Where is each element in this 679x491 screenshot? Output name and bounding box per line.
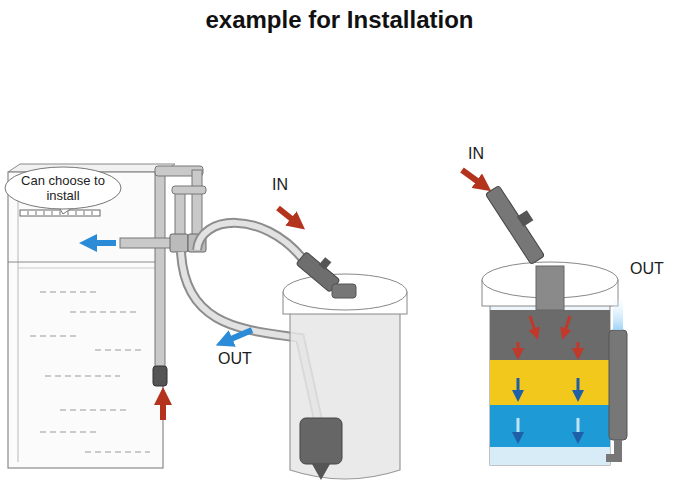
tank-front [8,172,163,468]
intake-strainer [153,366,167,386]
ripple [85,451,150,452]
flow-arrow [577,418,580,438]
hole [68,211,69,215]
in-label: IN [468,145,484,163]
flow-arrow [517,418,520,438]
ripple [40,431,100,432]
hole [52,211,53,215]
lid-inlet [536,266,564,310]
in-hose [197,223,302,258]
flow-arrow [577,378,580,396]
cutaway-body [490,305,610,465]
ripple [70,311,140,312]
spray-holes [28,211,92,215]
out-glow [613,300,623,330]
flow-arrow [530,316,536,334]
tank-glass-edge [18,176,19,462]
ripple [95,349,145,350]
filter-layer-yellow [490,360,610,405]
water-line [18,268,160,269]
flow-arrow [577,342,580,354]
in-label: IN [272,176,288,194]
pump-foot [312,464,330,480]
filter-layer-blue [490,405,610,447]
water-ripples [30,292,150,452]
valve-lever [319,257,332,270]
filter-bottom [490,447,610,465]
canister-pump [300,418,342,464]
hole [76,211,77,215]
pump-elbow [606,440,618,458]
filter-layer-dark [490,310,610,360]
hole [92,211,93,215]
ripple [45,375,120,376]
water-line [8,262,163,263]
canister-lid [283,274,407,310]
cutaway-in-arrow [462,170,484,186]
cutaway-valve [485,180,553,265]
out-label: OUT [630,260,664,278]
hole [44,211,45,215]
hole [60,211,61,215]
flow-arrow [517,342,520,354]
out-arrow [224,330,252,342]
ripple [30,335,80,336]
cutaway-pump [609,330,627,440]
ripple [60,409,130,410]
hole [36,211,37,215]
lid-connector [332,284,356,298]
hole [84,211,85,215]
diagram-title: example for Installation [0,6,679,34]
flow-arrow [517,378,520,396]
canister-body [290,305,400,479]
flow-arrow [564,316,570,334]
in-arrow [278,208,298,224]
outflow-arrow [88,240,116,246]
hole [28,211,29,215]
callout-text: Can choose to install [19,173,107,203]
out-label: OUT [218,350,252,368]
intake-pipe [155,172,165,370]
callout-bubble: Can choose to install [4,166,122,210]
outlet-bend [172,186,206,194]
valve-body [485,185,544,264]
in-hose-core [197,223,302,258]
spray-bar [20,210,100,216]
valve-lever [517,210,534,227]
pipe-fitting [170,234,188,252]
ripple [40,291,100,292]
bubble-shape [5,167,121,209]
inflow-arrow [160,396,166,420]
